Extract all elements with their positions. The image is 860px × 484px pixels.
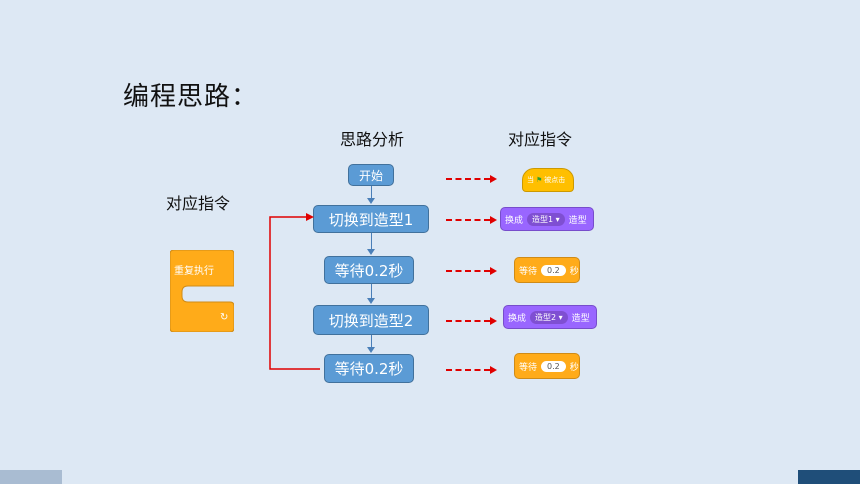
wait2-input[interactable]: 0.2 [541,360,566,372]
forever-label: 重复执行 [174,266,214,277]
loop-back-arrow [269,213,320,370]
wait1-prefix: 等待 [519,266,538,277]
footer-bar-right [798,470,860,484]
wait1-input[interactable]: 0.2 [541,264,566,276]
connector-line [371,335,372,348]
arrow-head-icon [490,267,497,275]
loop-arrow-icon: ↻ [220,312,229,323]
arrow-head-icon [490,366,497,374]
header-commands-left: 对应指令 [166,194,231,213]
footer-bar-left [0,470,62,484]
when-flag-clicked-block[interactable]: 当 ⚑ 被点击 [522,168,574,192]
flag-block-prefix: 当 [527,176,534,184]
dashed-arrow [446,369,490,371]
dashed-arrow [446,270,490,272]
dashed-arrow [446,320,490,322]
flow-switch-costume1: 切换到造型1 [313,205,429,233]
header-analysis: 思路分析 [340,130,405,149]
green-flag-icon: ⚑ [536,176,543,184]
wait-block-2[interactable]: 等待 0.2 秒 [514,353,580,379]
connector-line [371,284,372,299]
flow-start: 开始 [348,164,394,186]
arrow-head-icon [490,175,497,183]
switch2-prefix: 换成 [508,313,527,324]
switch-costume2-block[interactable]: 换成 造型2 ▾ 造型 [503,305,597,329]
costume2-dropdown[interactable]: 造型2 ▾ [530,310,568,324]
dashed-arrow [446,178,490,180]
switch1-suffix: 造型 [568,215,587,226]
switch2-suffix: 造型 [571,313,590,324]
connector-line [371,186,372,199]
forever-block[interactable]: 重复执行 ↻ [169,249,235,333]
down-arrow-icon [367,347,375,353]
down-arrow-icon [367,298,375,304]
forever-block-shape [169,249,235,333]
switch-costume1-block[interactable]: 换成 造型1 ▾ 造型 [500,207,594,231]
costume1-dropdown[interactable]: 造型1 ▾ [527,212,565,226]
wait2-prefix: 等待 [519,362,538,373]
header-commands-right: 对应指令 [508,130,573,149]
down-arrow-icon [367,249,375,255]
down-arrow-icon [367,198,375,204]
wait-block-1[interactable]: 等待 0.2 秒 [514,257,580,283]
flow-switch-costume2: 切换到造型2 [313,305,429,335]
flow-wait-2: 等待0.2秒 [324,354,414,383]
flow-wait-1: 等待0.2秒 [324,256,414,284]
switch1-prefix: 换成 [505,215,524,226]
connector-line [371,233,372,250]
dashed-arrow [446,219,490,221]
wait2-suffix: 秒 [569,362,579,373]
page-title: 编程思路： [123,82,259,112]
flag-block-suffix: 被点击 [544,176,566,184]
arrow-head-icon [490,216,497,224]
arrow-head-icon [490,317,497,325]
wait1-suffix: 秒 [569,266,579,277]
